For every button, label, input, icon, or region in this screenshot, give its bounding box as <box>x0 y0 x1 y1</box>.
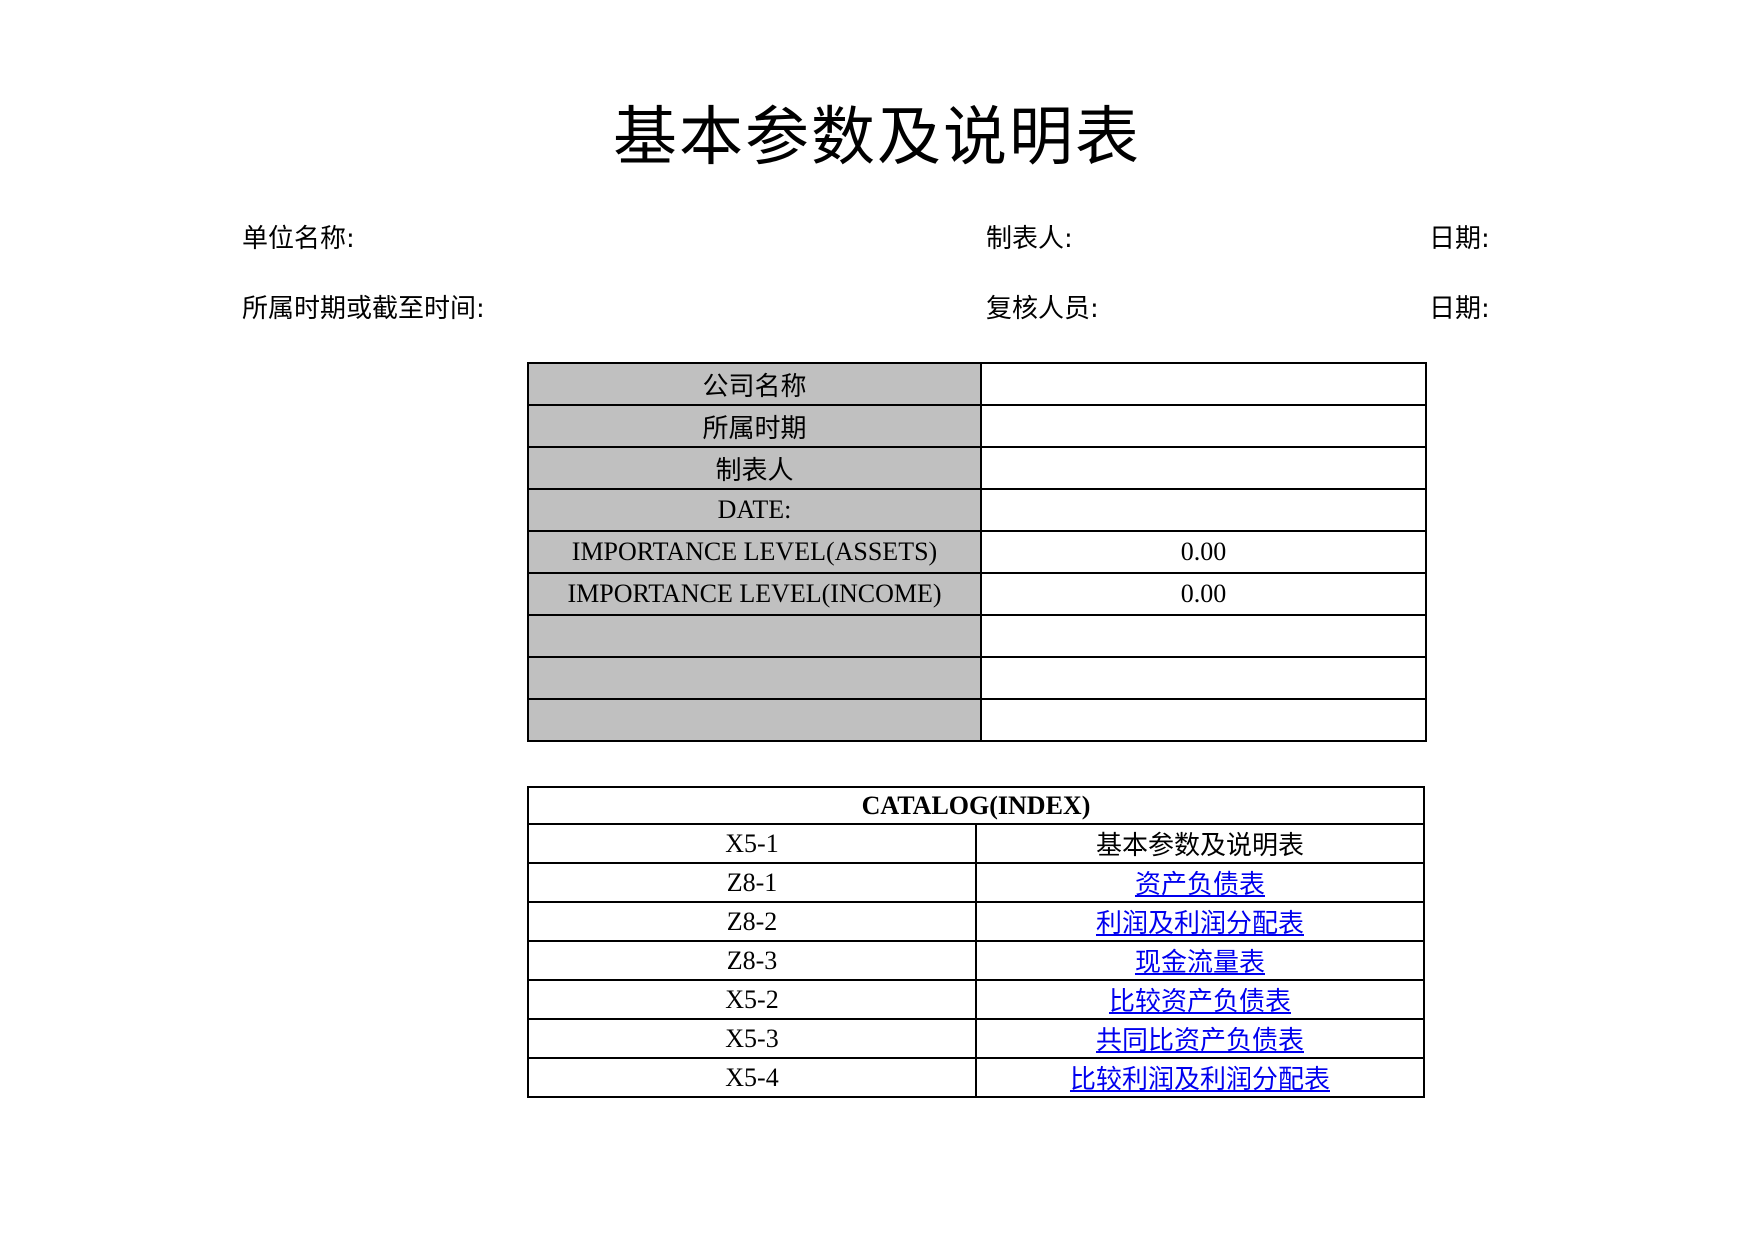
catalog-link-cell: 比较利润及利润分配表 <box>975 1057 1425 1098</box>
catalog-name: 基本参数及说明表 <box>975 823 1425 864</box>
catalog-link[interactable]: 资产负债表 <box>1134 870 1265 900</box>
catalog-code: X5-4 <box>527 1057 977 1098</box>
param-label-cell <box>527 656 982 700</box>
param-value-cell[interactable] <box>980 614 1427 658</box>
table-row: 制表人 <box>527 446 1427 490</box>
table-row: IMPORTANCE LEVEL(ASSETS) 0.00 <box>527 530 1427 574</box>
table-row: IMPORTANCE LEVEL(INCOME) 0.00 <box>527 572 1427 616</box>
catalog-link-cell: 利润及利润分配表 <box>975 901 1425 942</box>
param-value-cell[interactable] <box>980 404 1427 448</box>
catalog-code: Z8-1 <box>527 862 977 903</box>
catalog-table: CATALOG(INDEX) X5-1 基本参数及说明表 Z8-1 资产负债表 … <box>527 786 1425 1098</box>
table-row: Z8-2 利润及利润分配表 <box>527 901 1425 942</box>
catalog-link-cell: 共同比资产负债表 <box>975 1018 1425 1059</box>
catalog-link-cell: 资产负债表 <box>975 862 1425 903</box>
catalog-link-cell: 现金流量表 <box>975 940 1425 981</box>
table-row: Z8-1 资产负债表 <box>527 862 1425 903</box>
catalog-link[interactable]: 共同比资产负债表 <box>1095 1026 1304 1056</box>
table-row <box>527 656 1427 700</box>
param-label-cell <box>527 698 982 742</box>
table-row: X5-1 基本参数及说明表 <box>527 823 1425 864</box>
catalog-link[interactable]: 现金流量表 <box>1134 948 1265 978</box>
catalog-link[interactable]: 利润及利润分配表 <box>1095 909 1304 939</box>
table-row: X5-4 比较利润及利润分配表 <box>527 1057 1425 1098</box>
date-label-top: 日期: <box>1429 224 1490 254</box>
catalog-code: Z8-3 <box>527 940 977 981</box>
unit-name-label: 单位名称: <box>242 224 355 254</box>
catalog-header-row: CATALOG(INDEX) <box>527 786 1425 825</box>
table-row: 公司名称 <box>527 362 1427 406</box>
param-label-cell: DATE: <box>527 488 982 532</box>
table-row: Z8-3 现金流量表 <box>527 940 1425 981</box>
param-value-cell[interactable] <box>980 446 1427 490</box>
param-value-cell[interactable] <box>980 362 1427 406</box>
period-label: 所属时期或截至时间: <box>242 294 485 324</box>
catalog-link-cell: 比较资产负债表 <box>975 979 1425 1020</box>
parameter-table: 公司名称 所属时期 制表人 DATE: IMPORTANCE LEVEL(ASS… <box>527 362 1427 742</box>
catalog-code: Z8-2 <box>527 901 977 942</box>
catalog-link[interactable]: 比较资产负债表 <box>1108 987 1291 1017</box>
table-row <box>527 614 1427 658</box>
param-value-cell[interactable] <box>980 488 1427 532</box>
page-title: 基本参数及说明表 <box>613 101 1141 175</box>
param-label-cell: IMPORTANCE LEVEL(ASSETS) <box>527 530 982 574</box>
catalog-code: X5-2 <box>527 979 977 1020</box>
catalog-code: X5-3 <box>527 1018 977 1059</box>
param-value-cell[interactable] <box>980 656 1427 700</box>
param-label-cell: 所属时期 <box>527 404 982 448</box>
param-label-cell <box>527 614 982 658</box>
reviewer-label: 复核人员: <box>986 294 1099 324</box>
table-row: 所属时期 <box>527 404 1427 448</box>
table-row: DATE: <box>527 488 1427 532</box>
catalog-code: X5-1 <box>527 823 977 864</box>
preparer-label: 制表人: <box>986 224 1073 254</box>
param-value-cell[interactable]: 0.00 <box>980 530 1427 574</box>
table-row: X5-2 比较资产负债表 <box>527 979 1425 1020</box>
catalog-link[interactable]: 比较利润及利润分配表 <box>1069 1065 1330 1095</box>
catalog-header: CATALOG(INDEX) <box>527 786 1425 825</box>
param-value-cell[interactable]: 0.00 <box>980 572 1427 616</box>
table-row <box>527 698 1427 742</box>
param-label-cell: 公司名称 <box>527 362 982 406</box>
date-label-bottom: 日期: <box>1429 294 1490 324</box>
param-label-cell: IMPORTANCE LEVEL(INCOME) <box>527 572 982 616</box>
param-label-cell: 制表人 <box>527 446 982 490</box>
param-value-cell[interactable] <box>980 698 1427 742</box>
table-row: X5-3 共同比资产负债表 <box>527 1018 1425 1059</box>
